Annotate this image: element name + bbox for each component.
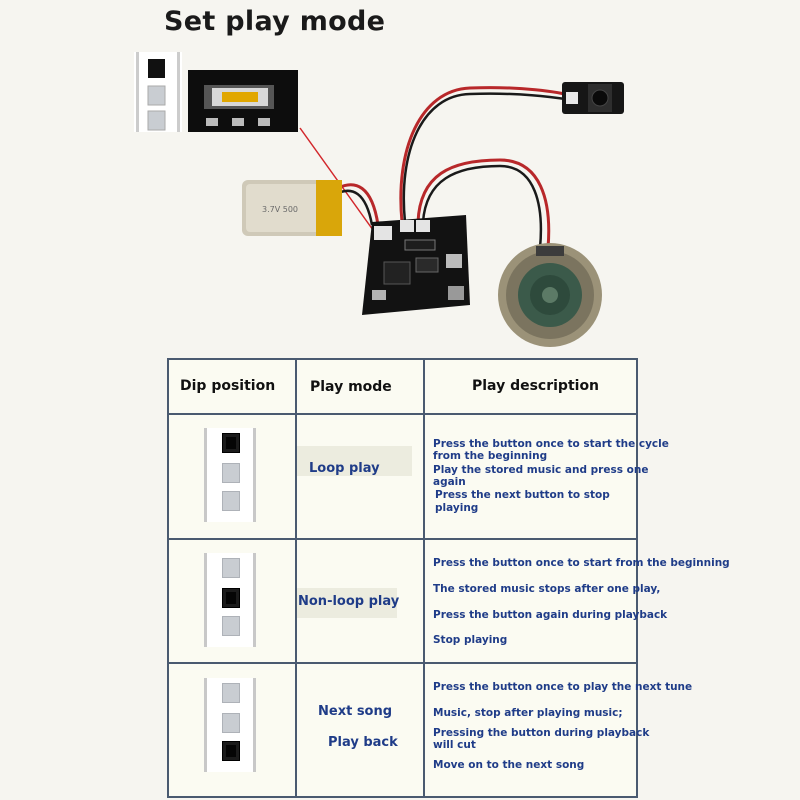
push-button-module: [562, 82, 624, 114]
desc-line: Press the button once to play the next t…: [433, 681, 693, 693]
dip-cell-off: [222, 558, 240, 578]
dip-switch-inset: [134, 52, 182, 132]
dip-switch-diagram: [204, 553, 256, 647]
mode-label: Next song: [318, 704, 393, 719]
dip-cell-off: [222, 713, 240, 733]
desc-line: from the beginning: [433, 450, 548, 462]
mode-label: Non-loop play: [298, 594, 400, 609]
page-title: Set play mode: [164, 6, 386, 37]
header-play-description: Play description: [472, 378, 600, 394]
desc-line: Press the next button to stop: [435, 489, 610, 501]
header-play-mode: Play mode: [310, 379, 392, 395]
dip-cell-on: [222, 588, 240, 608]
dip-cell-off: [222, 463, 240, 483]
play-mode-table: Dip position Play mode Play description …: [167, 358, 730, 798]
desc-line: Press the button once to start the cycle: [433, 438, 669, 450]
product-photo: 3.7V 500: [134, 52, 624, 347]
desc-line: Stop playing: [433, 634, 508, 646]
dip-switch-diagram: [204, 428, 256, 522]
lipo-battery: 3.7V 500: [242, 180, 342, 236]
desc-line: The stored music stops after one play,: [433, 583, 661, 595]
desc-line: Move on to the next song: [433, 759, 585, 771]
desc-line: again: [433, 476, 466, 488]
mode-label: Loop play: [309, 461, 380, 476]
svg-text:3.7V 500: 3.7V 500: [262, 205, 298, 214]
desc-line: playing: [435, 502, 479, 514]
desc-line: Press the button again during playback: [433, 609, 668, 621]
desc-line: Music, stop after playing music;: [433, 707, 623, 719]
switch-closeup: [188, 70, 298, 132]
dip-switch-diagram: [204, 678, 256, 772]
desc-line: Play the stored music and press one: [433, 464, 649, 476]
dip-cell-on: [222, 741, 240, 761]
dip-cell-off: [222, 683, 240, 703]
dip-cell-off: [222, 491, 240, 511]
pcb-board: [362, 215, 470, 315]
desc-line: will cut: [433, 739, 476, 751]
mode-label: Play back: [328, 735, 398, 750]
dip-cell-on: [222, 433, 240, 453]
header-dip-position: Dip position: [180, 378, 276, 394]
desc-line: Press the button once to start from the …: [433, 557, 730, 569]
dip-cell-off: [222, 616, 240, 636]
desc-line: Pressing the button during playback: [433, 727, 650, 739]
speaker: [498, 243, 602, 347]
